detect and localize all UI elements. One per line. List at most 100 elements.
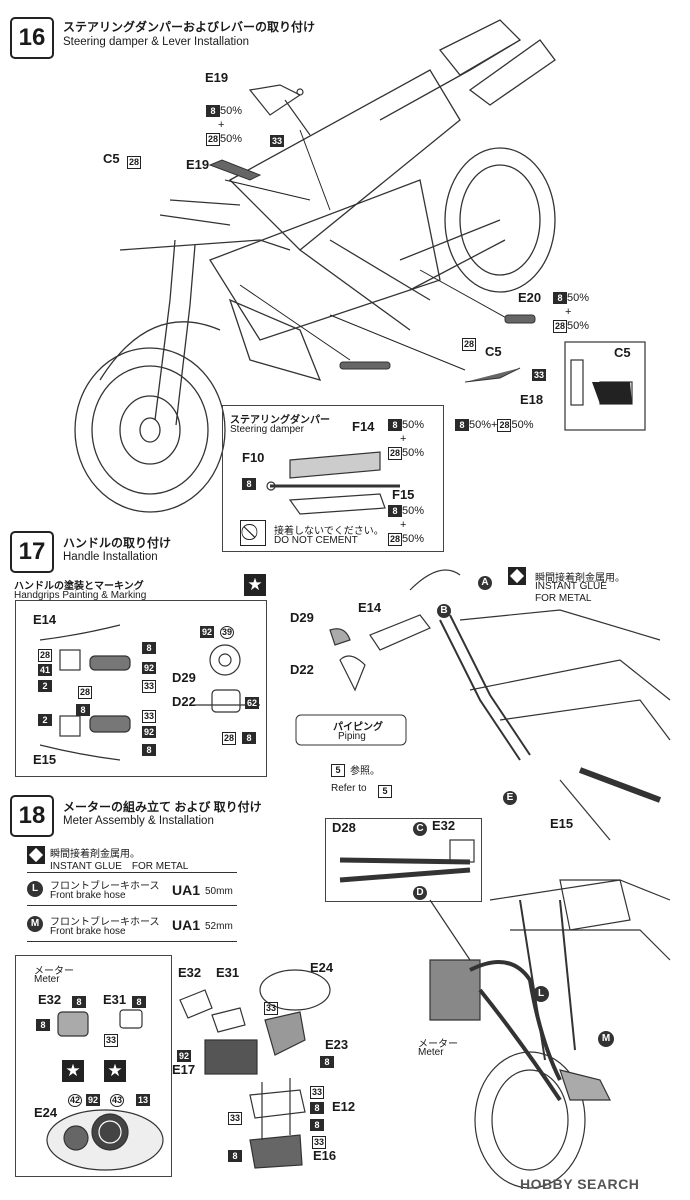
part-label-d22: D22 bbox=[172, 694, 196, 709]
part-label-e31-box: E31 bbox=[103, 992, 127, 1007]
hose-marker-l: L bbox=[27, 881, 43, 897]
part-label-e32-right: E32 bbox=[432, 818, 456, 833]
part-label-f10: F10 bbox=[242, 450, 265, 465]
step-16-number: 16 bbox=[10, 17, 54, 59]
part-label-d29: D29 bbox=[172, 670, 196, 685]
paint-code-8: 8 bbox=[132, 996, 146, 1008]
paint-code-8: 8 bbox=[142, 744, 156, 756]
paint-code-43: 43 bbox=[110, 1094, 125, 1107]
part-label-d28: D28 bbox=[332, 820, 356, 835]
paint-code-8: 8 bbox=[228, 1150, 242, 1162]
paint-code: 8 bbox=[455, 419, 469, 431]
step-16-title-en: Steering damper & Lever Installation bbox=[63, 36, 250, 48]
step-18-number: 18 bbox=[10, 795, 54, 837]
hose-l-en: Front brake hose bbox=[50, 890, 126, 901]
plus-sign: + bbox=[400, 519, 407, 531]
marker-b: B bbox=[437, 604, 451, 618]
hose-marker-m: M bbox=[27, 916, 43, 932]
damper-title-jp: ステアリングダンパー bbox=[230, 415, 330, 426]
part-label-e17: E17 bbox=[172, 1062, 196, 1077]
part-label-e18: E18 bbox=[520, 392, 544, 407]
refer-jp: 参照。 bbox=[350, 766, 380, 777]
paint-code: 8 bbox=[388, 505, 402, 517]
paint-code-2: 2 bbox=[38, 680, 52, 692]
part-label-e32-box: E32 bbox=[38, 992, 62, 1007]
paint-code-8: 8 bbox=[142, 642, 156, 654]
paint-code-33: 33 bbox=[312, 1136, 327, 1149]
paint-code-2: 2 bbox=[38, 714, 52, 726]
part-label-e23: E23 bbox=[325, 1037, 349, 1052]
step-18-title-jp: メーターの組み立て および 取り付け bbox=[63, 800, 262, 814]
refer-en: Refer to bbox=[331, 783, 367, 794]
part-label-f15: F15 bbox=[392, 487, 415, 502]
paint-code-41: 41 bbox=[38, 664, 52, 676]
paint-ratio: 50% bbox=[402, 447, 425, 459]
paint-code: 28 bbox=[206, 133, 221, 146]
paint-code-62: 62 bbox=[245, 697, 259, 709]
glue-en-18: INSTANT GLUE FOR METAL bbox=[50, 861, 189, 872]
part-label-e12: E12 bbox=[332, 1099, 356, 1114]
part-label-e20: E20 bbox=[518, 290, 542, 305]
paint-code-92: 92 bbox=[177, 1050, 191, 1062]
plus-sign: + bbox=[218, 119, 225, 131]
paint-code-92: 92 bbox=[86, 1094, 100, 1106]
plus-sign: + bbox=[400, 433, 407, 445]
paint-code-8: 8 bbox=[310, 1119, 324, 1131]
paint-code-8: 8 bbox=[76, 704, 90, 716]
part-label-e19-top: E19 bbox=[205, 70, 229, 85]
marker-c: C bbox=[413, 822, 427, 836]
paint-code-33: 33 bbox=[228, 1112, 243, 1125]
part-label-e15: E15 bbox=[33, 752, 57, 767]
ref-step-5: 5 bbox=[331, 764, 345, 777]
hose-m-jp: フロントブレーキホース bbox=[50, 917, 160, 928]
star-marking-icon: ★ bbox=[62, 1060, 84, 1082]
plus-sign: + bbox=[491, 419, 498, 431]
paint-code-33: 33 bbox=[264, 1002, 279, 1015]
marker-d: D bbox=[413, 886, 427, 900]
part-label-e24-box: E24 bbox=[34, 1105, 58, 1120]
marker-m: M bbox=[598, 1031, 614, 1047]
hose-m-part: UA1 bbox=[172, 917, 201, 933]
paint-ratio: 50% bbox=[402, 505, 425, 517]
part-label-c5: C5 bbox=[103, 151, 120, 166]
handlegrips-box bbox=[15, 600, 267, 777]
paint-code-28: 28 bbox=[38, 649, 53, 662]
paint-code: 8 bbox=[388, 419, 402, 431]
glue-en-2: FOR METAL bbox=[535, 593, 592, 604]
part-label-f14: F14 bbox=[352, 419, 375, 434]
paint-code-8: 8 bbox=[242, 732, 256, 744]
callout-box-c5-label: C5 bbox=[614, 345, 631, 360]
paint-code-33: 33 bbox=[104, 1034, 119, 1047]
step-18-title-en: Meter Assembly & Installation bbox=[63, 815, 214, 827]
paint-code-13: 13 bbox=[136, 1094, 150, 1106]
divider bbox=[27, 941, 237, 942]
instant-glue-icon bbox=[27, 846, 45, 864]
piping-en: Piping bbox=[338, 731, 366, 742]
paint-code-c5-28: 28 bbox=[127, 156, 142, 169]
grips-title-en: Handgrips Painting & Marking bbox=[14, 590, 147, 601]
hose-l-length: 50mm bbox=[205, 886, 233, 897]
paint-ratio: 50% bbox=[220, 105, 243, 117]
paint-ratio: 50% bbox=[511, 419, 534, 431]
hose-m-en: Front brake hose bbox=[50, 926, 126, 937]
ref-step-5: 5 bbox=[378, 785, 392, 798]
paint-code-92: 92 bbox=[142, 662, 156, 674]
step-17-number: 17 bbox=[10, 531, 54, 573]
instant-glue-icon bbox=[508, 567, 526, 585]
paint-code-f10-8: 8 bbox=[242, 478, 256, 490]
paint-ratio: 50% bbox=[402, 533, 425, 545]
part-label-d29-right: D29 bbox=[290, 610, 314, 625]
meter-jp: メーター bbox=[34, 966, 74, 977]
damper-title-en: Steering damper bbox=[230, 424, 304, 435]
meter-en: Meter bbox=[34, 974, 60, 985]
paint-code-42: 42 bbox=[68, 1094, 83, 1107]
paint-code: 8 bbox=[553, 292, 567, 304]
part-label-e14: E14 bbox=[33, 612, 57, 627]
meter-detail-box bbox=[325, 818, 482, 902]
part-label-e24: E24 bbox=[310, 960, 334, 975]
paint-ratio: 50% bbox=[567, 292, 590, 304]
